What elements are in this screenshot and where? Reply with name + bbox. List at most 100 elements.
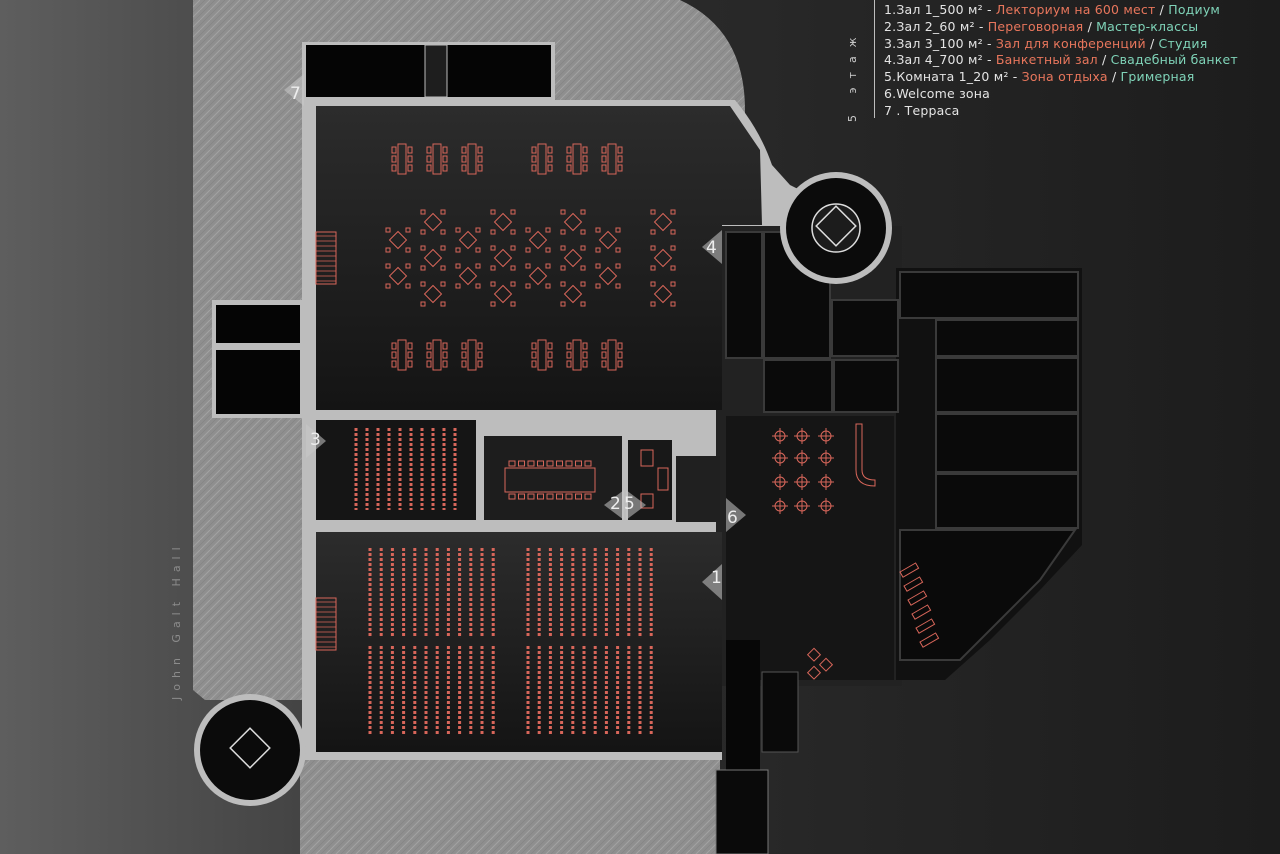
chair — [490, 265, 496, 271]
chair — [531, 351, 537, 359]
chair — [477, 146, 483, 154]
chair — [420, 209, 426, 215]
banquet-round-table — [458, 266, 478, 286]
chair — [595, 263, 601, 269]
chair — [391, 146, 397, 154]
banquet-round-table — [653, 284, 673, 304]
chair — [582, 360, 588, 368]
chair — [518, 493, 525, 500]
chair — [385, 227, 391, 233]
marker-1-triangle — [702, 564, 722, 600]
chair — [582, 351, 588, 359]
street-label: John Galt Hall — [170, 541, 183, 700]
chair — [461, 342, 467, 350]
marker-4[interactable]: 4 — [706, 238, 717, 258]
chair — [391, 351, 397, 359]
dressing-table — [907, 590, 928, 606]
legend-row-item: / — [1097, 52, 1111, 68]
chair — [442, 351, 448, 359]
chair — [595, 247, 601, 253]
chair — [575, 493, 582, 500]
chair — [650, 301, 656, 307]
banquet-round-table — [563, 212, 583, 232]
entrance-markers — [284, 74, 746, 600]
chair — [670, 209, 676, 215]
chair — [650, 265, 656, 271]
chair — [566, 164, 572, 172]
chair — [531, 146, 537, 154]
chair — [440, 209, 446, 215]
chair — [617, 155, 623, 163]
lounge-seat — [806, 665, 822, 680]
chair — [426, 155, 432, 163]
marker-2[interactable]: 2 — [610, 494, 621, 514]
chair — [490, 209, 496, 215]
chair — [582, 164, 588, 172]
chair — [615, 283, 621, 289]
spiral-stair-south-west — [194, 694, 306, 806]
marker-3[interactable]: 3 — [310, 430, 321, 450]
chair — [461, 360, 467, 368]
chair — [475, 263, 481, 269]
legend-row-item: Лекториум на 600 мест — [995, 2, 1156, 17]
legend-row-item: / — [1083, 18, 1097, 34]
chair — [580, 265, 586, 271]
chair — [490, 301, 496, 307]
legend-row-item: / — [1155, 2, 1169, 17]
banquet-round-table — [493, 212, 513, 232]
chair — [617, 342, 623, 350]
podium-steps — [315, 597, 337, 651]
chair — [545, 263, 551, 269]
legend-row-item: Свадебный банкет — [1110, 52, 1238, 68]
legend-row-prefix: 4.Зал 4_700 м² - — [884, 52, 996, 68]
chair — [510, 245, 516, 251]
chair — [545, 227, 551, 233]
marker-1[interactable]: 1 — [711, 568, 722, 588]
chair — [426, 360, 432, 368]
chair — [440, 245, 446, 251]
marker-6[interactable]: 6 — [727, 508, 738, 528]
chair — [527, 493, 535, 500]
chair — [670, 245, 676, 251]
chair — [601, 146, 607, 154]
chair — [584, 460, 592, 467]
banquet-round-table — [563, 284, 583, 304]
west-room-lower — [216, 350, 300, 414]
legend-row-item: / — [1145, 35, 1159, 51]
chair — [670, 281, 676, 287]
stair-core — [676, 456, 720, 522]
legend-row-item: Мастер-классы — [1096, 18, 1199, 34]
banquet-round-table — [423, 248, 443, 268]
chair — [455, 227, 461, 233]
chair — [455, 263, 461, 269]
banquet-round-table — [653, 212, 673, 232]
marker-7-triangle — [284, 74, 304, 106]
chair — [566, 351, 572, 359]
chair — [527, 460, 535, 467]
banquet-long-table — [397, 339, 407, 371]
chair — [670, 301, 676, 307]
chair — [420, 265, 426, 271]
chair — [508, 493, 516, 500]
floor-label: 5 этаж — [846, 28, 859, 122]
marker-5[interactable]: 5 — [624, 494, 635, 514]
banquet-round-table — [653, 248, 673, 268]
legend-divider — [874, 0, 875, 118]
banquet-long-table — [572, 143, 582, 175]
marker-7[interactable]: 7 — [290, 84, 301, 104]
legend-row-prefix: 2.Зал 2_60 м² - — [884, 18, 988, 34]
chair — [670, 265, 676, 271]
chair — [391, 155, 397, 163]
chair — [525, 263, 531, 269]
banquet-long-table — [537, 339, 547, 371]
chair — [580, 301, 586, 307]
banquet-round-table — [493, 284, 513, 304]
chair — [584, 493, 592, 500]
chair — [440, 265, 446, 271]
chair — [455, 283, 461, 289]
chair — [420, 245, 426, 251]
bar-counter — [855, 423, 876, 487]
chair — [405, 263, 411, 269]
hall-3-conference — [316, 420, 476, 520]
